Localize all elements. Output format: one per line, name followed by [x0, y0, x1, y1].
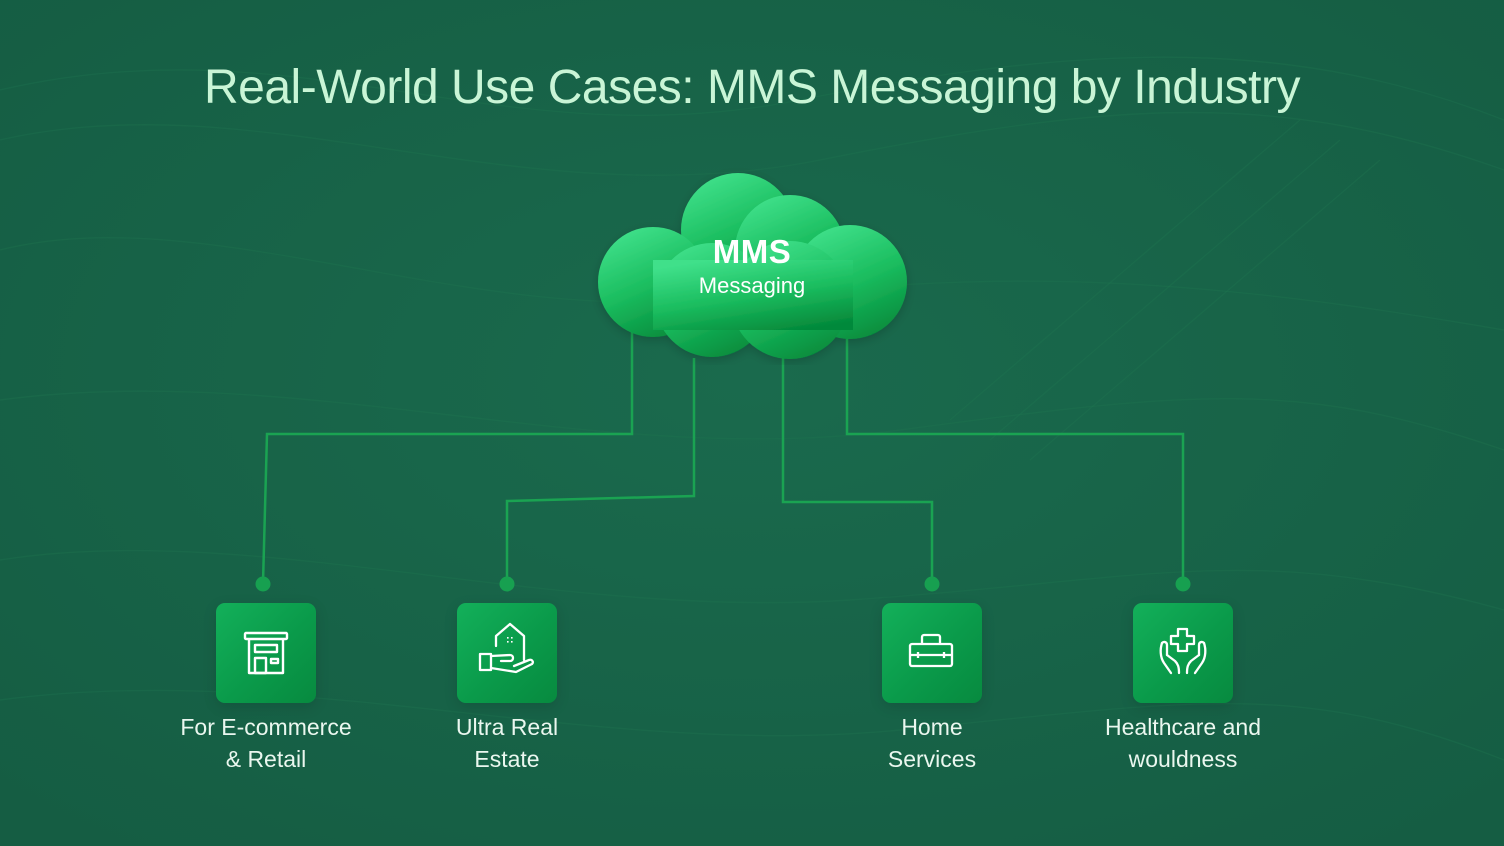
- mms-cloud-shape: [598, 173, 907, 359]
- icon-tile-healthcare: [1133, 603, 1233, 703]
- connector-dot-home-services: [924, 576, 940, 592]
- icon-tile-home-services: [882, 603, 982, 703]
- hub-title: MMS: [712, 233, 792, 270]
- label-line-2: Estate: [474, 746, 540, 772]
- connector-healthcare: [845, 330, 1185, 583]
- label-line-1: Healthcare and: [1105, 714, 1261, 740]
- page-title: Real-World Use Cases: MMS Messaging by I…: [204, 61, 1301, 114]
- label-line-1: Home: [901, 714, 963, 740]
- medical-cross-hands-icon: [1159, 627, 1207, 675]
- connector-dot-real-estate: [499, 576, 515, 592]
- connector-dot-ecommerce: [255, 576, 271, 592]
- node-healthcare: Healthcare and wouldness: [1083, 603, 1283, 775]
- node-label-home-services: Home Services: [832, 711, 1032, 775]
- connector-ecommerce: [261, 330, 634, 584]
- mms-hub: MMS Messaging: [590, 232, 914, 300]
- node-real-estate: Ultra Real Estate: [407, 603, 607, 775]
- connector-real-estate: [505, 358, 696, 583]
- icon-tile-ecommerce: [216, 603, 316, 703]
- connector-dot-healthcare: [1175, 576, 1191, 592]
- icon-tile-real-estate: [457, 603, 557, 703]
- toolbox-icon: [908, 633, 954, 668]
- hub-subtitle: Messaging: [698, 273, 806, 298]
- connector-home-services: [781, 358, 934, 583]
- label-line-1: For E-commerce: [180, 714, 352, 740]
- label-line-2: wouldness: [1128, 746, 1238, 772]
- storefront-icon: [243, 631, 289, 675]
- label-line-1: Ultra Real: [455, 714, 559, 740]
- node-home-services: Home Services: [832, 603, 1032, 775]
- node-label-real-estate: Ultra Real Estate: [407, 711, 607, 775]
- label-line-2: & Retail: [225, 746, 307, 772]
- node-label-ecommerce: For E-commerce & Retail: [166, 711, 366, 775]
- house-in-hand-icon: [478, 622, 534, 674]
- node-ecommerce: For E-commerce & Retail: [166, 603, 366, 775]
- node-label-healthcare: Healthcare and wouldness: [1083, 711, 1283, 775]
- label-line-2: Services: [887, 746, 977, 772]
